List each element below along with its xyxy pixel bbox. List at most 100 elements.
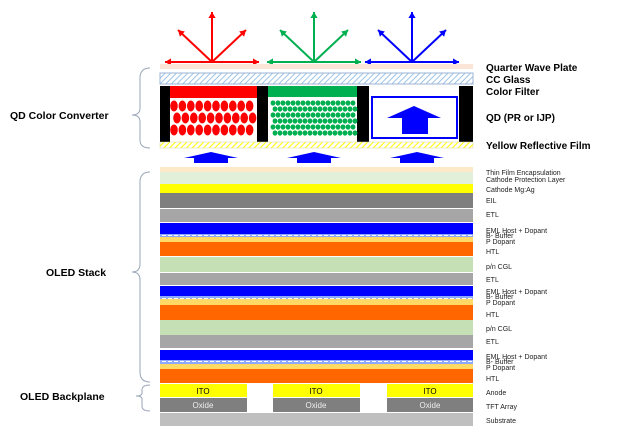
- label-yellow-reflective-film: Yellow Reflective Film: [486, 141, 591, 152]
- red-qd-dot: [237, 100, 245, 112]
- red-qd-dot: [195, 100, 203, 112]
- layer-label-substrate: Substrate: [486, 418, 516, 425]
- black-matrix: [257, 86, 268, 142]
- green-qd-dot: [327, 106, 333, 112]
- green-qd-dot: [322, 118, 328, 124]
- layer-label-anode: Anode: [486, 390, 506, 397]
- green-qd-dot: [317, 106, 323, 112]
- light-arrow-fan: [365, 12, 459, 66]
- red-quantum-dots: [170, 100, 257, 136]
- oxide-tft: [160, 398, 247, 412]
- arrow-shaft: [313, 29, 349, 63]
- green-qd-dot: [275, 112, 281, 118]
- red-qd-dot: [206, 112, 215, 124]
- green-qd-dot: [352, 118, 358, 124]
- black-matrix: [459, 86, 473, 142]
- green-qd-dot: [342, 118, 348, 124]
- layer-p-dopant: [160, 299, 473, 305]
- section-braces: [131, 67, 151, 412]
- arrow-head-icon: [239, 30, 246, 37]
- green-qd-dot: [287, 118, 293, 124]
- layer-label-pd2: P Dopant: [486, 300, 515, 307]
- blue-backlight-arrows: [184, 152, 444, 163]
- green-qd-dot: [340, 112, 346, 118]
- layer-label-eil: EIL: [486, 198, 497, 205]
- layer-htl: [160, 242, 473, 256]
- green-qd-dot: [300, 100, 306, 106]
- layer-etl: [160, 335, 473, 348]
- section-oled-backplane: OLED Backplane: [20, 391, 105, 403]
- green-qd-dot: [282, 118, 288, 124]
- green-qd-dot: [307, 130, 313, 136]
- layer-label-htl2: HTL: [486, 312, 499, 319]
- cc-glass: [159, 72, 474, 85]
- green-qd-dot: [320, 112, 326, 118]
- green-qd-dot: [305, 124, 311, 130]
- green-qd-dot: [297, 118, 303, 124]
- black-matrix: [160, 86, 170, 142]
- arrow-head-icon: [178, 30, 185, 37]
- red-qd-dot: [170, 100, 178, 112]
- color-filter-qd-layer: [160, 86, 473, 142]
- red-qd-dot: [212, 124, 220, 136]
- red-qd-dot: [181, 112, 190, 124]
- ito-label: ITO: [196, 387, 209, 396]
- layer-buffer: [160, 360, 473, 364]
- oxide-label: Oxide: [420, 401, 441, 410]
- layer-label-buf1: B- Buffer: [486, 233, 514, 240]
- green-qd-dot: [332, 130, 338, 136]
- blue-light-up-arrow-icon: [387, 106, 441, 134]
- arrow-shaft: [279, 29, 315, 63]
- layer-eil: [160, 193, 473, 208]
- layer-label-etl1: ETL: [486, 212, 499, 219]
- green-qd-dot: [302, 130, 308, 136]
- green-qd-dot: [275, 124, 281, 130]
- green-qd-dot: [310, 124, 316, 130]
- layer-label-tft: TFT Array: [486, 404, 517, 411]
- layer-label-eml1: EML Host + Dopant: [486, 228, 547, 235]
- green-qd-dot: [285, 112, 291, 118]
- green-qd-dot: [312, 118, 318, 124]
- green-qd-dot: [315, 100, 321, 106]
- green-qd-dot: [285, 124, 291, 130]
- green-qd-dot: [272, 118, 278, 124]
- red-qd-dot: [170, 124, 178, 136]
- layer-cgl: [160, 320, 473, 335]
- ito-label: ITO: [309, 387, 322, 396]
- layer-eml: [160, 223, 473, 234]
- layer-cgl: [160, 257, 473, 272]
- arrow-head-icon: [341, 30, 348, 37]
- green-qd-dot: [322, 130, 328, 136]
- red-qd-dot: [245, 124, 254, 136]
- arrow-shaft: [411, 29, 447, 63]
- green-qd-dot: [325, 100, 331, 106]
- green-qd-dot: [335, 100, 341, 106]
- green-qd-dot: [347, 118, 353, 124]
- green-qd-dot: [275, 100, 281, 106]
- green-qd-dot: [270, 124, 276, 130]
- green-qd-dot: [292, 118, 298, 124]
- red-qd-dot: [229, 124, 237, 136]
- green-qd-dot: [332, 106, 338, 112]
- red-qd-dot: [215, 112, 223, 124]
- green-qd-dot: [292, 130, 298, 136]
- green-qd-dot: [312, 106, 318, 112]
- green-qd-dot: [277, 130, 283, 136]
- layer-eml: [160, 350, 473, 360]
- arrow-shaft: [377, 29, 413, 63]
- oxide-label: Oxide: [306, 401, 327, 410]
- green-qd-dot: [315, 112, 321, 118]
- green-qd-dot: [305, 112, 311, 118]
- layer-cpl: [160, 172, 473, 184]
- green-qd-dot: [327, 118, 333, 124]
- red-color-filter: [170, 86, 257, 98]
- green-qd-dot: [290, 124, 296, 130]
- green-qd-dot: [305, 100, 311, 106]
- red-qd-dot: [237, 124, 245, 136]
- green-qd-dot: [297, 130, 303, 136]
- layer-buffer: [160, 234, 473, 237]
- section-qd-color-converter: QD Color Converter: [10, 110, 109, 122]
- green-qd-dot: [330, 100, 336, 106]
- arrow-head-icon: [365, 58, 371, 66]
